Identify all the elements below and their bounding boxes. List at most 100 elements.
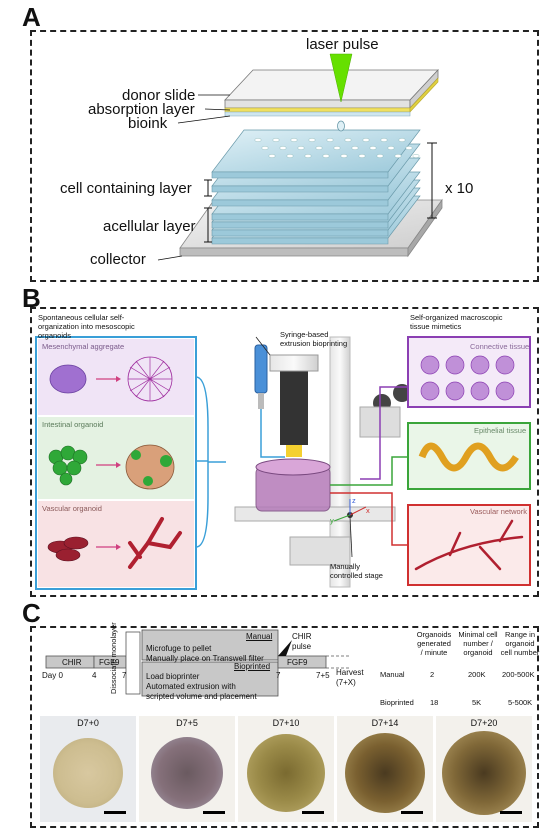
cell-dot [398, 137, 406, 142]
cell-dot [362, 137, 370, 142]
scale-bar [401, 811, 423, 814]
cell-dot [308, 137, 316, 142]
panel-a-frame [30, 30, 539, 282]
table-header-2: Range in organoid cell number [500, 630, 540, 657]
table-header-0-line-1: generated [417, 639, 451, 648]
times-ten-label: x 10 [445, 180, 474, 197]
day7-label: 7 [122, 671, 127, 680]
micrograph-panel: D7+14 [337, 716, 433, 822]
cell-dot [333, 145, 341, 150]
cell-layer-stack [211, 129, 421, 207]
cell-dot [412, 153, 420, 158]
comparison-table: Organoids generated / minute Minimal cel… [380, 630, 539, 710]
stage-label: Manually controlled stage [330, 562, 383, 580]
cell-dot [315, 145, 323, 150]
scale-bar [203, 811, 225, 814]
cell-dot [351, 145, 359, 150]
panel-c-timeline [45, 629, 350, 697]
cell-dot [261, 145, 269, 150]
acellular-layer-label: acellular layer [103, 218, 196, 235]
table-header-0: Organoids generated / minute [414, 630, 454, 657]
organoid-micrograph [247, 734, 325, 812]
bioink-droplet [337, 120, 345, 132]
acellular-bracket [204, 207, 212, 243]
cell-dot [297, 145, 305, 150]
vascular-organoid-branches [128, 517, 182, 569]
table-row-label: Manual [380, 670, 405, 679]
micrograph-panel: D7+0 [40, 716, 136, 822]
cell-dot [369, 145, 377, 150]
cell-dot [286, 153, 294, 158]
vascular-network-label: Vascular network [470, 507, 527, 516]
table-header-0-line-2: / minute [420, 648, 448, 657]
vascular-network-graphic [414, 519, 524, 571]
intestinal-label: Intestinal organoid [42, 420, 104, 429]
vascular-organoid-label: Vascular organoid [42, 504, 102, 513]
cell-dot [326, 137, 334, 142]
table-header-2-line-2: cell number [500, 648, 540, 657]
cell-dot [394, 153, 402, 158]
cell-dot [290, 137, 298, 142]
timepoint-label: D7+5 [176, 718, 198, 728]
table-header-1: Minimal cell number / organoid [456, 630, 500, 657]
micrograph-row: D7+0 D7+5 D7+10 D7+14 D7+20 [40, 716, 534, 824]
cell-dot [322, 153, 330, 158]
mesenchymal-cell [49, 364, 87, 394]
chir-pulse-2: pulse [292, 642, 312, 651]
bioprinted-line-1: Load bioprinter [146, 672, 200, 681]
bioprinted-line-3: scripted volume and placement [146, 692, 257, 701]
chir-bar-label: CHIR [62, 658, 82, 667]
scale-bar [104, 811, 126, 814]
tissue-heading: Self-organized macroscopic tissue mimeti… [410, 313, 503, 331]
epithelial-label: Epithelial tissue [474, 426, 527, 435]
vascular-cells [47, 536, 89, 562]
connective-label: Connective tissue [470, 342, 530, 351]
table-cell: 5-500K [508, 698, 533, 707]
table-header-2-line-1: organoid [505, 639, 535, 648]
timepoint-label: D7+0 [77, 718, 99, 728]
harvest-label: Harvest (7+X) [336, 668, 364, 687]
cell-dot [340, 153, 348, 158]
bioink-label: bioink [128, 115, 168, 132]
panel-a-letter: A [22, 2, 41, 32]
cell-dot [268, 153, 276, 158]
bioprinted-title: Bioprinted [234, 662, 271, 671]
table-cell: 200-500K [502, 670, 535, 679]
chir-pulse-1: CHIR [292, 632, 312, 641]
organoid-micrograph [345, 733, 425, 813]
bioprinter-microscope [234, 336, 411, 588]
manual-line-2: Manually place on Transwell filter [146, 654, 264, 663]
bioprinted-line-2: Automated extrusion with [146, 682, 236, 691]
panel-c-letter: C [22, 598, 41, 628]
absorption-layer-label: absorption layer [88, 101, 195, 118]
panel-b-diagram [35, 336, 531, 590]
cell-layer-label: cell containing layer [60, 180, 192, 197]
timepoint-label: D7+10 [272, 718, 300, 728]
axis-y-label: y [330, 516, 334, 525]
table-cell: 200K [468, 670, 486, 679]
organoid-micrograph [53, 738, 123, 808]
timepoint-label: D7+20 [470, 718, 498, 728]
laser-beam [329, 53, 353, 103]
micrograph-panel: D7+10 [238, 716, 334, 822]
day4-label: 4 [92, 671, 97, 680]
cell-dot [254, 137, 262, 142]
table-header-2-line-0: Range in [504, 630, 536, 639]
day7b-label: 7 [276, 671, 281, 680]
fgf9b-bar-label: FGF9 [287, 658, 308, 667]
donor-slide [224, 68, 439, 117]
cell-dot [344, 137, 352, 142]
table-cell: 2 [430, 670, 435, 679]
micrograph-panel: D7+5 [139, 716, 235, 822]
cell-dot [380, 137, 388, 142]
cell-dot [376, 153, 384, 158]
mesenchymal-label: Mesenchymal aggregate [42, 342, 125, 351]
cell-dot [279, 145, 287, 150]
laser-pulse-label: laser pulse [306, 36, 379, 53]
day0-label: Day 0 [42, 671, 63, 680]
axis-x-label: x [366, 506, 370, 515]
table-header-0-line-0: Organoids [416, 630, 452, 639]
table-cell: 5K [472, 698, 482, 707]
cell-dot [272, 137, 280, 142]
panel-a-diagram [157, 53, 443, 261]
